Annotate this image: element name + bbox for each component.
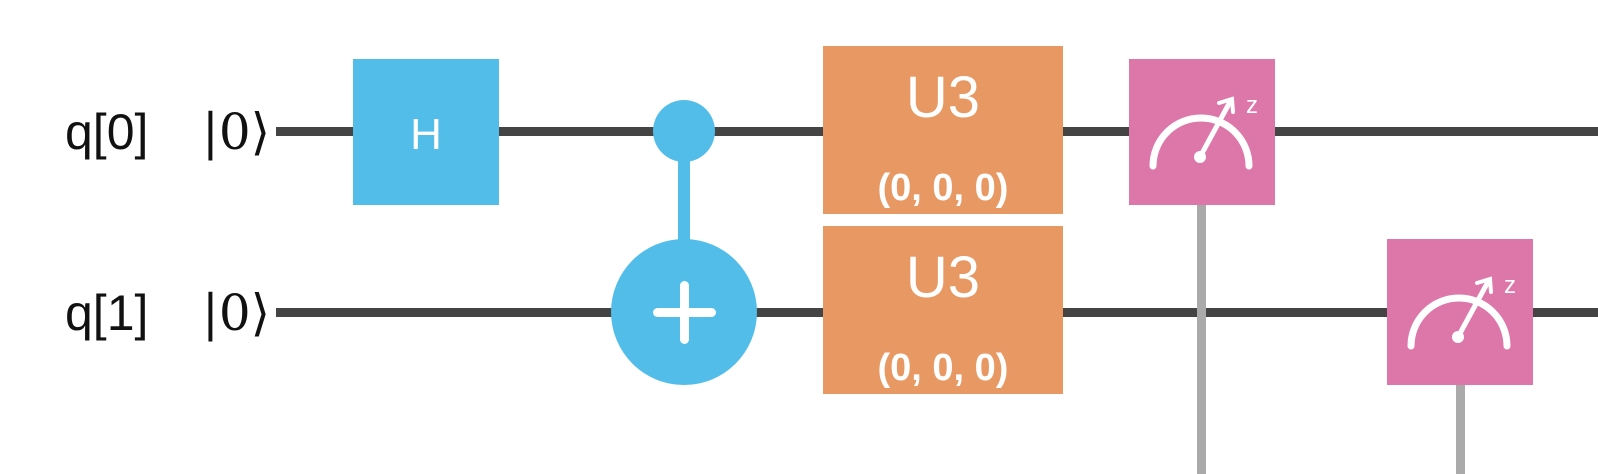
qubit-0-ket: |0⟩	[202, 103, 270, 161]
u3-gate-q1[interactable]: U3 (0, 0, 0)	[823, 226, 1063, 394]
u3-gate-q1-label: U3	[906, 245, 980, 310]
measure-gate-q1-basis: z	[1504, 272, 1516, 299]
u3-gate-q1-params: (0, 0, 0)	[878, 347, 1009, 389]
hadamard-gate-label: H	[410, 110, 442, 159]
measure-gate-q1[interactable]: z	[1387, 239, 1533, 385]
qubit-1-ket: |0⟩	[202, 284, 270, 342]
cnot-gate[interactable]	[611, 100, 757, 385]
meter-pivot-icon	[1194, 151, 1206, 163]
u3-gate-q0-params: (0, 0, 0)	[878, 167, 1009, 209]
measure-gate-q0[interactable]: z	[1129, 59, 1275, 205]
qubit-0-label: q[0]	[65, 104, 148, 160]
u3-gate-q0-box	[823, 46, 1063, 214]
meter-pivot-icon	[1452, 331, 1464, 343]
u3-gate-q0[interactable]: U3 (0, 0, 0)	[823, 46, 1063, 214]
qubit-1-label: q[1]	[65, 285, 148, 341]
measure-0-classical-line	[1197, 204, 1206, 474]
measure-gate-q0-box	[1129, 59, 1275, 205]
hadamard-gate-box	[353, 59, 499, 205]
measure-gate-q1-box	[1387, 239, 1533, 385]
cnot-plus-icon	[653, 281, 716, 344]
measure-gate-q0-basis: z	[1246, 92, 1258, 119]
meter-icon	[1149, 96, 1253, 170]
hadamard-gate[interactable]: H	[353, 59, 499, 205]
u3-gate-q0-label: U3	[906, 65, 980, 130]
meter-icon	[1407, 276, 1511, 350]
u3-gate-q1-box	[823, 226, 1063, 394]
cnot-control-dot	[653, 100, 715, 162]
measure-1-classical-line	[1456, 384, 1465, 474]
